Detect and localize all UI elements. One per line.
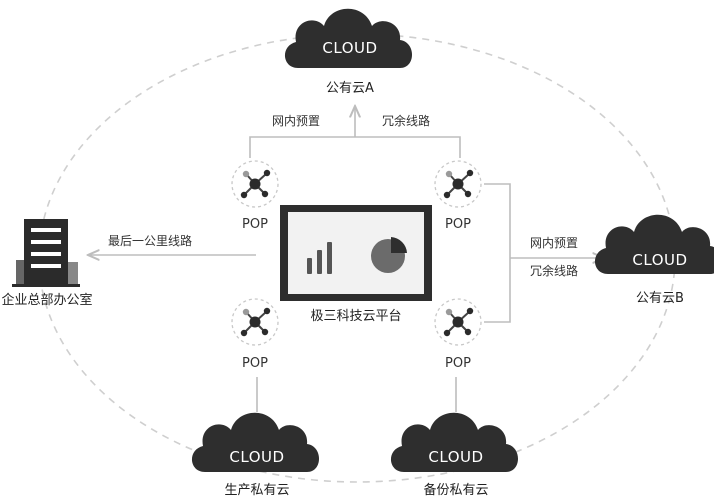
- pop-bottom-right-label: POP: [445, 356, 471, 371]
- link-label-top-right: 冗余线路: [382, 113, 430, 128]
- pop-top-left-label: POP: [242, 217, 268, 232]
- connector-lines: [88, 106, 604, 412]
- network-node-icon: [434, 298, 482, 346]
- cloud-public-a-text: CLOUD: [322, 39, 377, 57]
- cloud-backup-text: CLOUD: [428, 448, 483, 466]
- network-node-icon: [231, 298, 279, 346]
- cloud-production-label: 生产私有云: [224, 483, 289, 498]
- pop-bottom-left: POP: [231, 298, 279, 371]
- office-label: 企业总部办公室: [1, 292, 92, 308]
- link-label-top-left: 网内预置: [272, 114, 320, 128]
- platform: 极三科技云平台: [280, 205, 432, 324]
- cloud-production-text: CLOUD: [229, 448, 284, 466]
- cloud-public-b-label: 公有云B: [636, 291, 684, 306]
- dashboard-chart-icon: [307, 237, 407, 274]
- cloud-public-a-label: 公有云A: [326, 81, 374, 96]
- cloud-public-a: CLOUD 公有云A: [284, 8, 412, 96]
- pop-bottom-left-label: POP: [242, 356, 268, 371]
- network-node-icon: [231, 160, 279, 208]
- building-icon: [12, 219, 80, 287]
- platform-label: 极三科技云平台: [310, 309, 401, 324]
- network-node-icon: [434, 160, 482, 208]
- cloud-backup-label: 备份私有云: [423, 482, 488, 498]
- office: 企业总部办公室: [1, 219, 93, 308]
- pop-top-right: POP: [434, 160, 482, 232]
- pop-top-left: POP: [231, 160, 279, 232]
- cloud-public-b-text: CLOUD: [632, 251, 687, 269]
- cloud-public-b: CLOUD 公有云B: [594, 214, 714, 306]
- link-label-office: 最后一公里线路: [108, 233, 192, 248]
- cloud-backup: CLOUD 备份私有云: [390, 412, 518, 498]
- link-label-right-top: 网内预置: [530, 236, 578, 250]
- cloud-production: CLOUD 生产私有云: [191, 412, 319, 498]
- link-label-right-bottom: 冗余线路: [530, 263, 578, 278]
- pop-bottom-right: POP: [434, 298, 482, 371]
- pop-top-right-label: POP: [445, 217, 471, 232]
